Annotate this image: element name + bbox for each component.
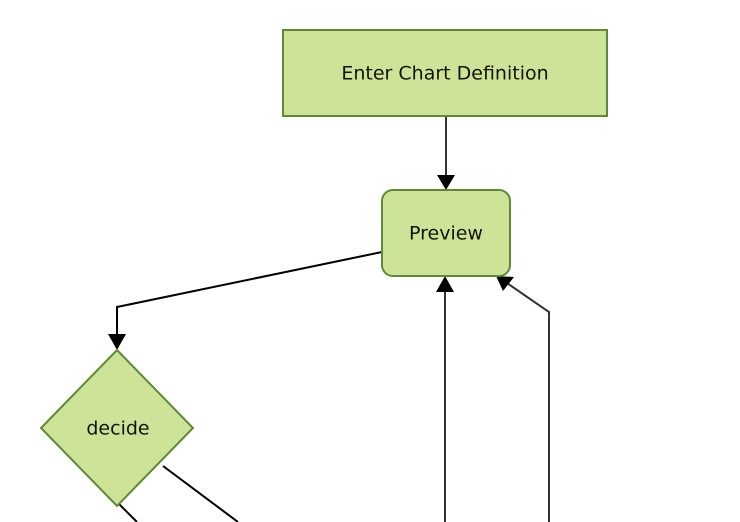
edge-layer bbox=[108, 116, 550, 522]
node-decide[interactable]: decide bbox=[39, 348, 195, 508]
node-enter-chart-definition-shape[interactable] bbox=[282, 29, 608, 117]
node-layer: Enter Chart Definition Preview decide bbox=[39, 29, 608, 508]
edge-decide-bottom-out-line bbox=[116, 501, 138, 522]
edge-preview-to-decide-line bbox=[116, 251, 383, 340]
node-decide-shape[interactable] bbox=[39, 348, 195, 508]
edge-bottom-center-to-preview-arrowhead bbox=[436, 276, 454, 292]
edge-bottom-right-to-preview bbox=[496, 276, 550, 522]
edge-enter-to-preview-arrowhead bbox=[437, 175, 455, 190]
edge-decide-right-out-line bbox=[162, 465, 239, 522]
edge-enter-to-preview bbox=[437, 116, 455, 190]
edge-decide-right-out bbox=[162, 465, 239, 522]
edge-preview-to-decide bbox=[108, 251, 383, 350]
edge-bottom-center-to-preview bbox=[436, 276, 454, 522]
edge-bottom-right-to-preview-arrowhead bbox=[496, 276, 514, 291]
edge-bottom-right-to-preview-line bbox=[503, 280, 550, 522]
edge-decide-bottom-out bbox=[116, 501, 138, 522]
node-enter-chart-definition[interactable]: Enter Chart Definition bbox=[282, 29, 608, 117]
node-preview-shape[interactable] bbox=[381, 189, 511, 277]
node-preview[interactable]: Preview bbox=[381, 189, 511, 277]
edge-preview-to-decide-arrowhead bbox=[108, 334, 126, 350]
